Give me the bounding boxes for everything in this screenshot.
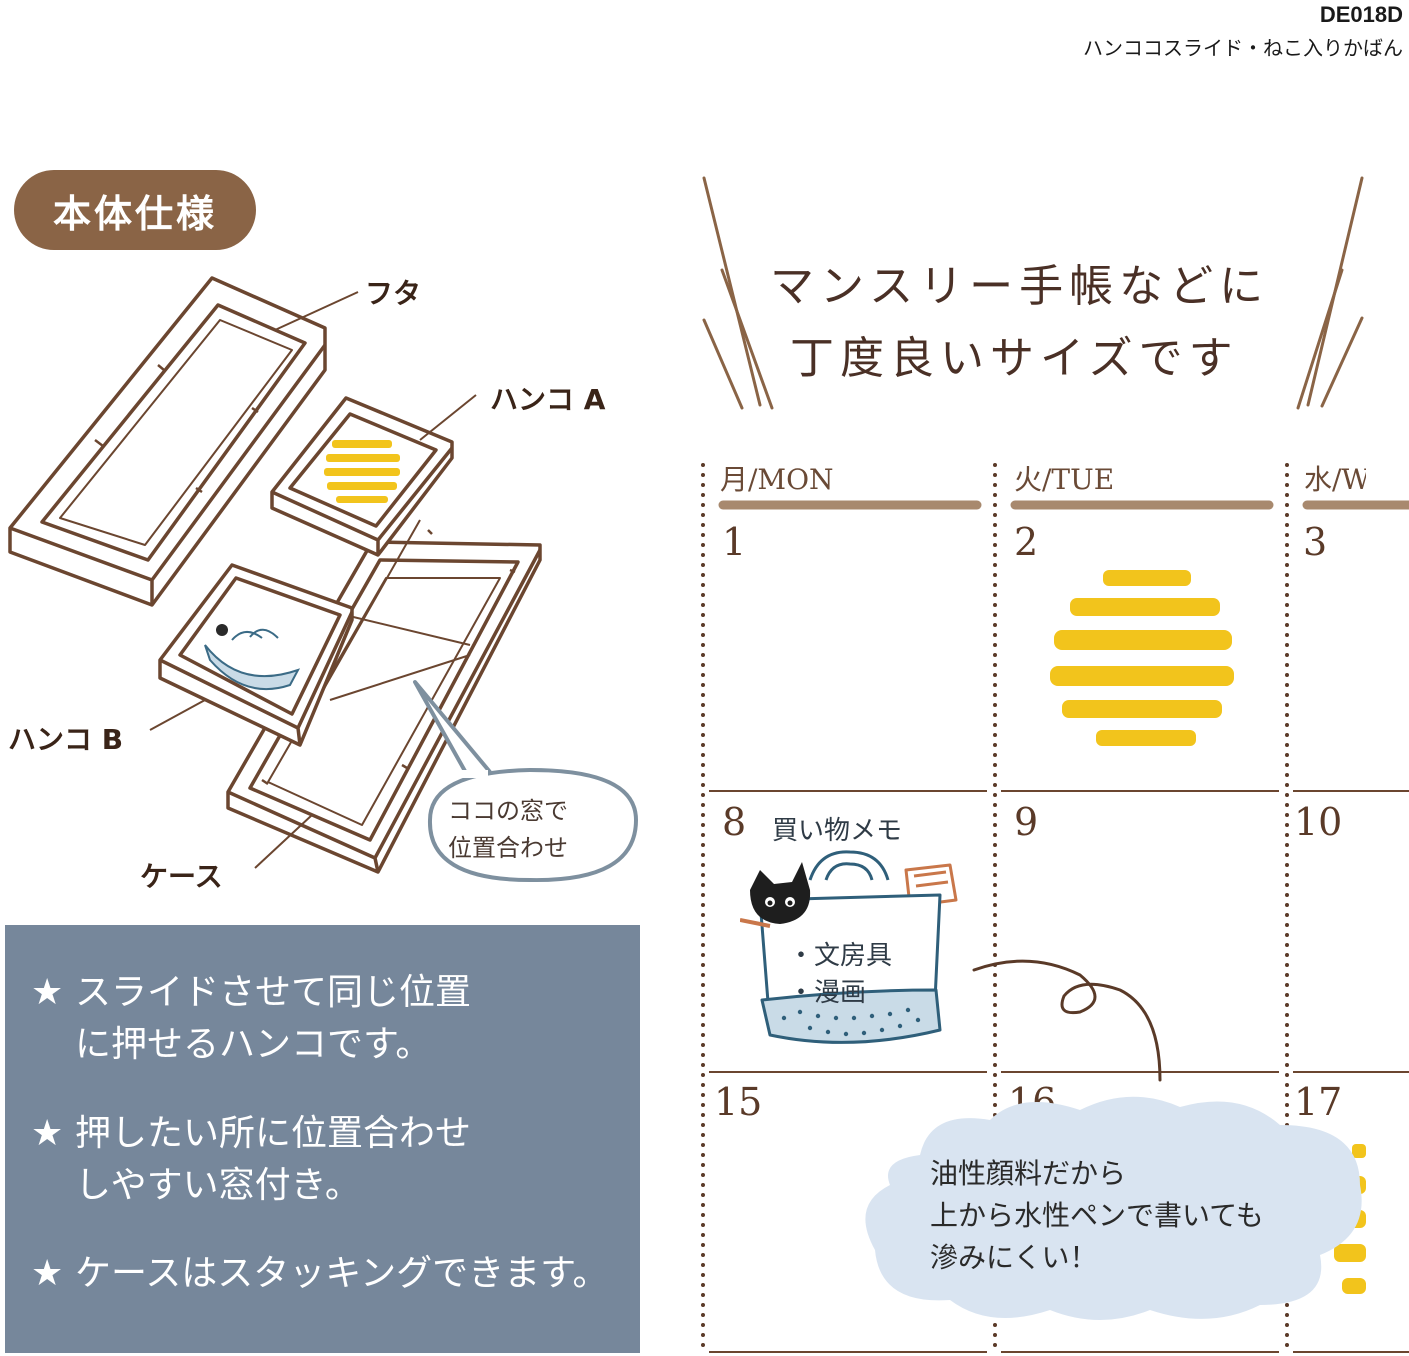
hanko-b-shape [158,563,354,747]
headline-line-2: 丁度良いサイズです [790,333,1239,384]
feature-2: ★ 押したい所に位置合わせ しやすい窓付き。 [31,1108,631,1212]
day-number: 17 [1294,1080,1343,1124]
memo-item-2: ・漫画 [788,978,867,1008]
feature-3: ★ ケースはスタッキングできます。 [31,1248,631,1300]
features-panel: ★ スライドさせて同じ位置 に押せるハンコです。 ★ 押したい所に位置合わせ しやす… [5,925,640,1353]
product-illustration [8,276,639,883]
decorative-loop-line [972,959,1162,1082]
feature-1-line-2: に押せるハンコです。 [75,1024,432,1065]
label-hanko-b: ハンコ B [8,723,124,756]
hanko-b-tote-icon [204,624,301,691]
label-case: ケース [140,860,223,893]
day-number: 10 [1294,800,1343,844]
memo-title: 買い物メモ [772,816,903,846]
day-number: 2 [1014,520,1039,564]
day-number: 1 [722,520,747,564]
day-number: 8 [722,800,747,844]
headline-line-1: マンスリー手帳などに [770,261,1270,312]
hanko-a-shape [270,396,454,557]
product-code: DE018D [1319,2,1403,27]
cloud-note-text: 油性顔料だから 上から水性ペンで書いても 滲みにくい！ [930,1153,1264,1279]
case-shape [226,519,542,874]
memo-item-1: ・文房具 [788,941,893,971]
headline-decoration [702,176,1364,410]
feature-3-line-1: ケースはスタッキングできます。 [75,1253,609,1294]
day-header-wed: 水/W [1304,463,1366,496]
star-icon: ★ [31,972,64,1013]
day-header-mon: 月/MON [720,463,834,496]
day-number: 3 [1303,520,1328,564]
feature-1-line-1: スライドさせて同じ位置 [75,972,472,1013]
day-header-tue: 火/TUE [1014,463,1115,496]
cloud-line-2: 上から水性ペンで書いても [930,1199,1264,1232]
hanko-a-stamp-icon [324,440,400,503]
spec-badge: 本体仕様 [14,170,256,250]
callout-line-2: 位置合わせ [448,834,568,862]
cat-icon [750,862,811,924]
cloud-note-shape [865,1096,1362,1320]
cloud-line-1: 油性顔料だから [930,1157,1127,1190]
lid-shape [8,276,327,607]
star-icon: ★ [31,1113,64,1154]
product-name: ハンココスライド・ねこ入りかばん [1083,36,1403,60]
window-callout-bubble [413,680,639,883]
label-hanko-a: ハンコ A [490,383,606,416]
feature-2-line-1: 押したい所に位置合わせ [75,1113,472,1154]
star-icon: ★ [31,1253,64,1294]
callout-line-1: ココの窓で [448,797,568,825]
day-number: 9 [1014,800,1039,844]
calendar-grid [701,463,1409,1353]
feature-2-line-2: しやすい窓付き。 [75,1165,361,1206]
cat-tote-bag-stamp [740,850,958,1044]
window-callout-text: ココの窓で 位置合わせ [448,793,568,867]
cloud-line-3: 滲みにくい！ [930,1241,1098,1274]
striped-circle-stamp [1050,570,1234,746]
day-number: 15 [714,1080,763,1124]
feature-1: ★ スライドさせて同じ位置 に押せるハンコです。 [31,967,631,1071]
label-lid: フタ [365,277,422,310]
